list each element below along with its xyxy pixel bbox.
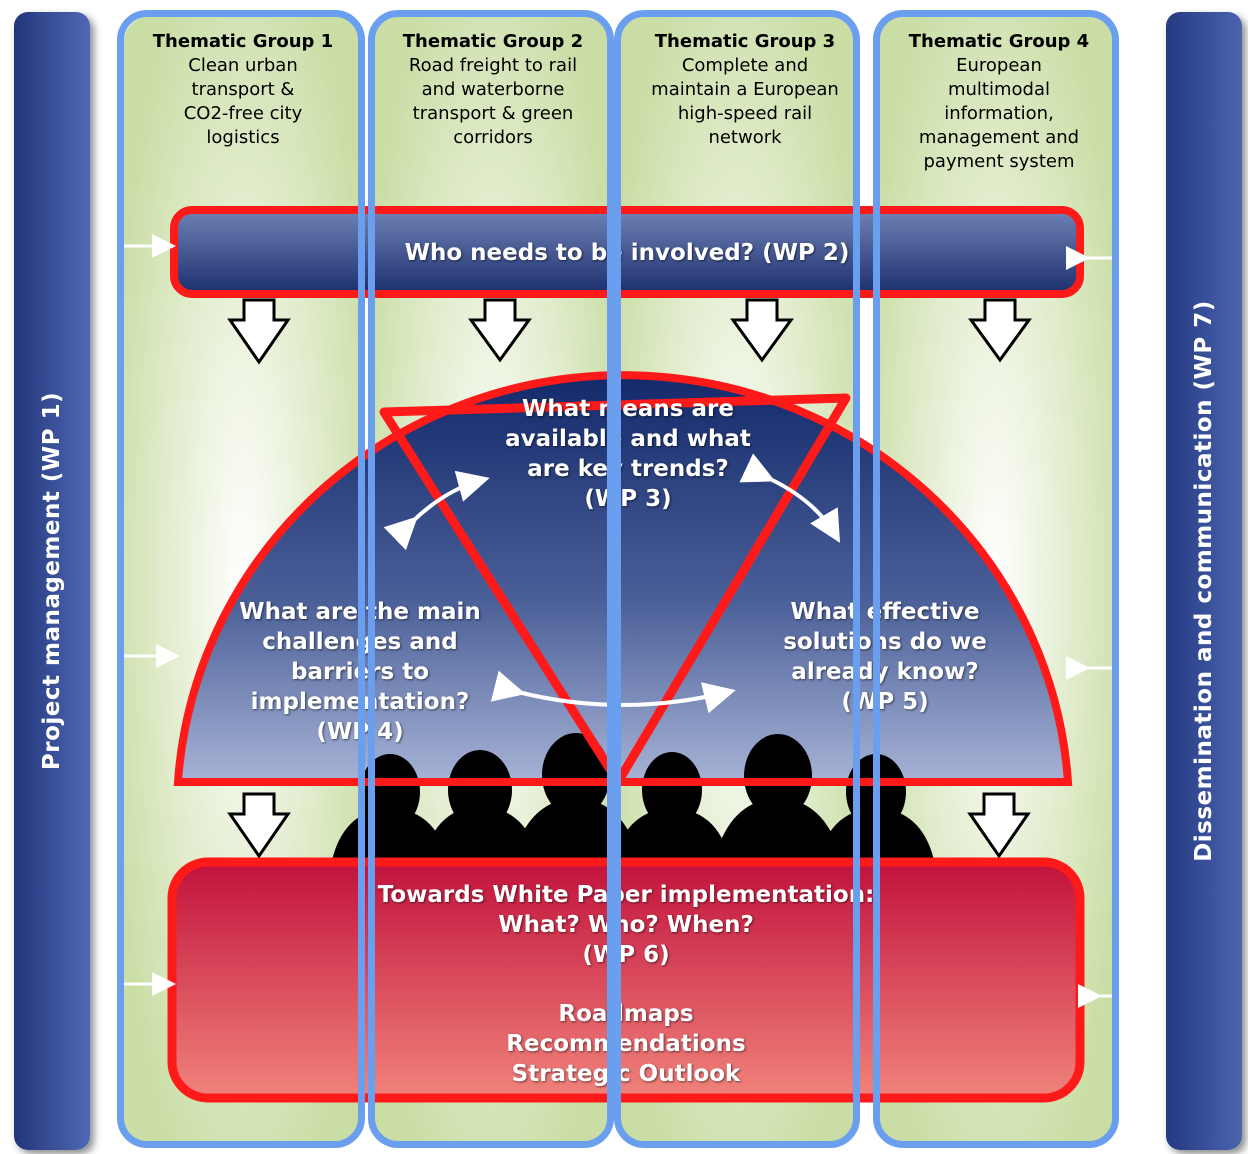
curved-arrow-icon [383,470,490,551]
curved-arrow-icon [490,670,736,714]
wp6-outputs: Roadmaps Recommendations Strategic Outlo… [506,1001,746,1087]
thematic-group-3-column [614,10,860,1148]
thematic-group-2-description: Road freight to rail and waterborne tran… [408,55,578,148]
thematic-group-1-title: Thematic Group 1 [152,31,334,52]
thematic-group-1-column [117,10,365,1148]
thematic-group-4-column [873,10,1119,1148]
thematic-group-4-header: Thematic Group 4 European multimodal inf… [874,30,1124,174]
down-arrow-icon [730,298,794,363]
project-management-bar: Project management (WP 1) [14,12,90,1150]
down-arrow-icon [227,298,291,365]
curved-arrow-icon [739,453,841,543]
thematic-group-3-title: Thematic Group 3 [654,31,836,52]
dissemination-bar: Dissemination and communication (WP 7) [1166,12,1242,1150]
thematic-group-1-header: Thematic Group 1 Clean urban transport &… [118,30,368,150]
thematic-group-3-header: Thematic Group 3 Complete and maintain a… [620,30,870,150]
dissemination-label: Dissemination and communication (WP 7) [1191,300,1217,862]
thematic-group-4-description: European multimodal information, managem… [918,55,1080,172]
project-management-label: Project management (WP 1) [39,391,65,771]
down-arrows-top [227,298,1032,365]
down-arrow-icon [227,792,291,859]
down-arrow-icon [968,298,1032,363]
cycle-arrows [383,453,841,714]
down-arrow-icon [468,298,532,363]
wp6-label: Towards White Paper implementation: What… [377,882,875,968]
wp5-label: What effective solutions do we already k… [783,599,987,715]
thematic-group-4-title: Thematic Group 4 [908,31,1090,52]
thematic-group-2-column [368,10,614,1148]
down-arrow-icon [967,792,1031,859]
thematic-group-1-description: Clean urban transport & CO2-free city lo… [183,55,303,148]
side-link-arrows [74,234,1182,1008]
thematic-group-2-title: Thematic Group 2 [402,31,584,52]
down-arrows-bottom [227,792,1031,859]
thematic-group-3-description: Complete and maintain a European high-sp… [651,55,839,148]
thematic-group-2-header: Thematic Group 2 Road freight to rail an… [368,30,618,150]
